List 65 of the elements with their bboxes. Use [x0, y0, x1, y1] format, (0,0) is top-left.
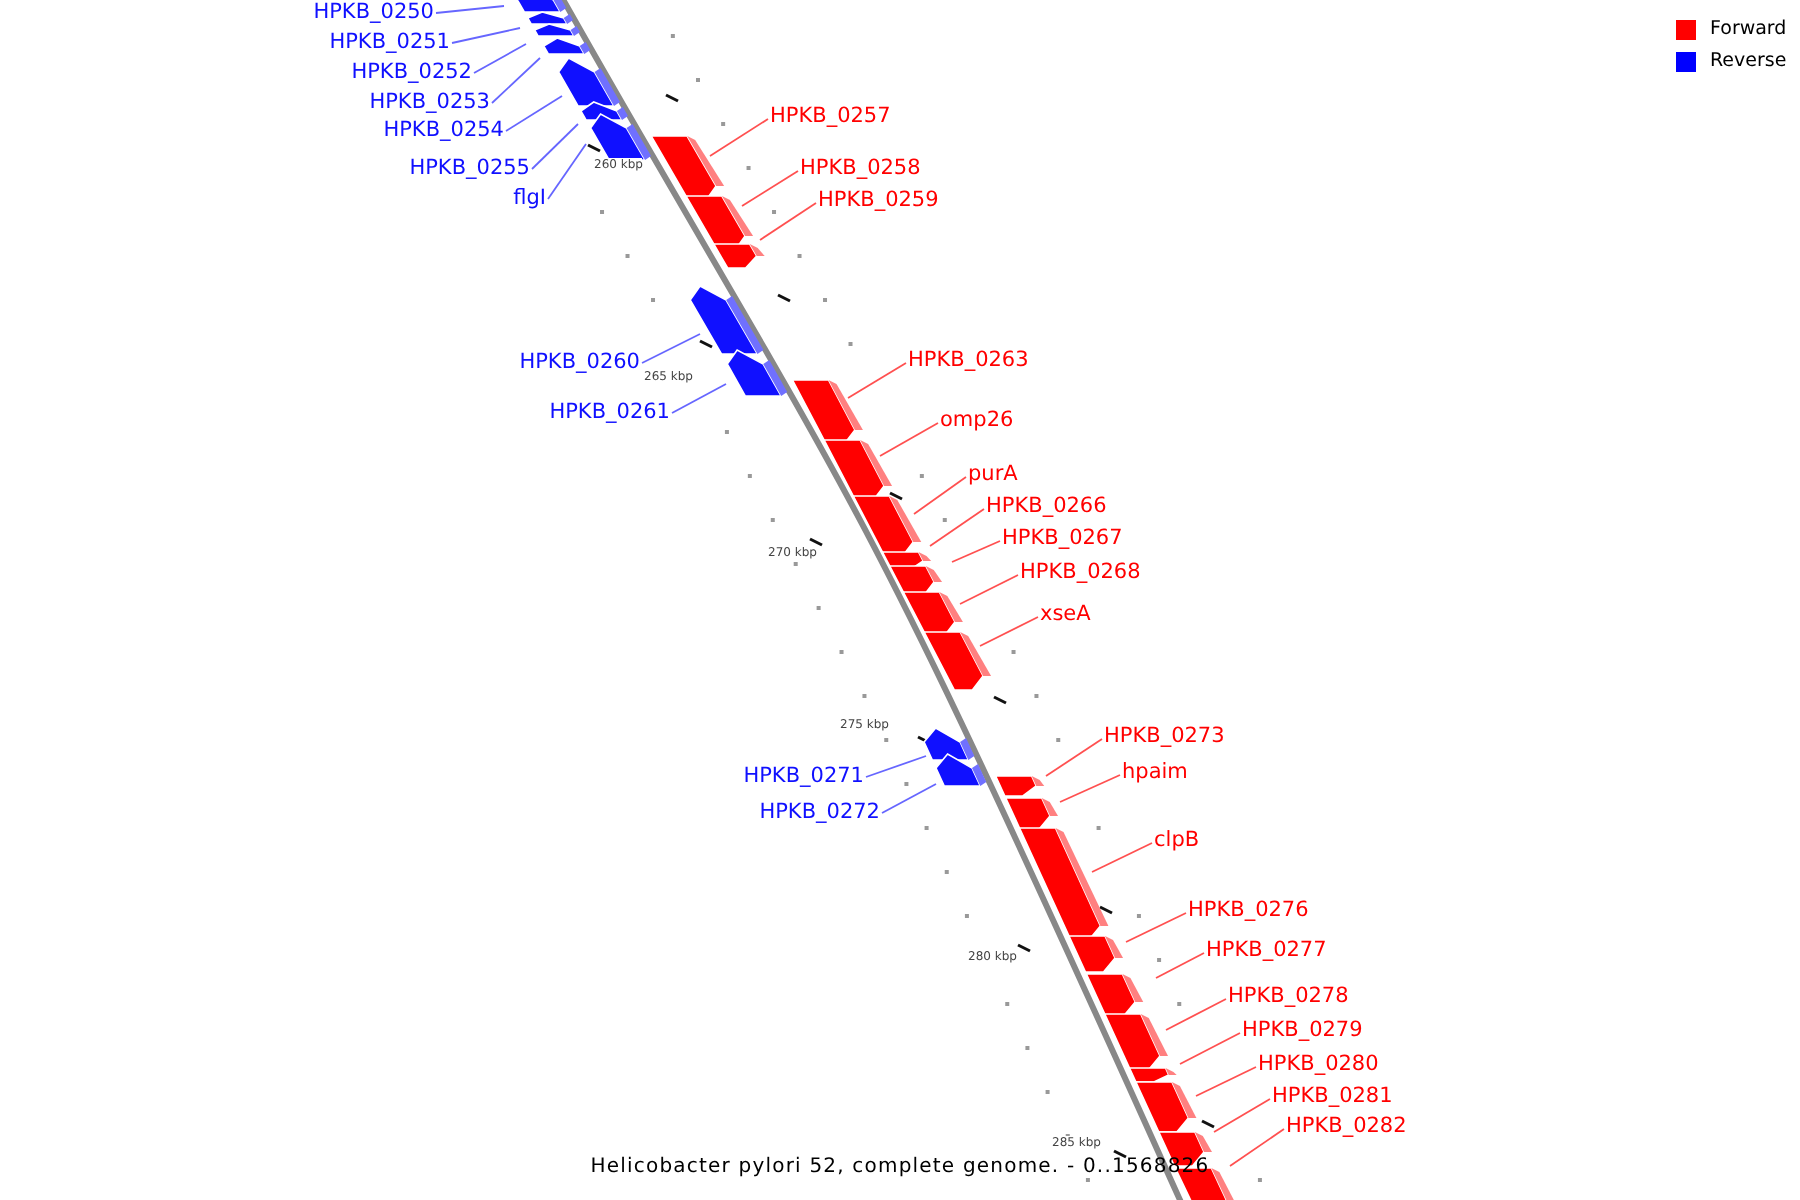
gene-label: HPKB_0266 — [986, 494, 1107, 520]
gene-label: purA — [968, 462, 1018, 488]
leader-line — [531, 123, 579, 170]
gene-label: HPKB_0255 — [409, 156, 530, 182]
gene-label: clpB — [1154, 828, 1200, 854]
legend-label: Forward — [1710, 18, 1787, 40]
gene-label: flgI — [513, 186, 546, 212]
leader-line — [1045, 738, 1103, 777]
gene-label: HPKB_0278 — [1228, 984, 1349, 1010]
gene-label: xseA — [1040, 602, 1091, 628]
gene-label: HPKB_0273 — [1104, 724, 1225, 750]
leader-line — [1059, 774, 1121, 803]
leader-line — [1091, 842, 1153, 873]
leader-line — [547, 143, 587, 200]
leader-line — [1155, 952, 1205, 979]
leader-line — [847, 362, 907, 399]
leader-line — [951, 540, 1001, 563]
leader-line — [473, 43, 527, 74]
leader-line — [671, 383, 727, 414]
gene-label: hpaim — [1122, 760, 1188, 786]
leader-line — [1195, 1066, 1257, 1097]
leader-line — [979, 616, 1039, 647]
leader-line — [741, 170, 799, 207]
gene-label: HPKB_0276 — [1188, 898, 1309, 924]
leader-line — [759, 202, 817, 241]
gene-label: HPKB_0260 — [519, 350, 640, 376]
gene-label: HPKB_0263 — [908, 348, 1029, 374]
gene-label: HPKB_0261 — [549, 400, 670, 426]
leader-line — [929, 508, 985, 547]
gene-label: HPKB_0252 — [351, 60, 472, 86]
leader-line — [435, 5, 505, 14]
leader-line — [881, 783, 937, 814]
leader-line — [959, 574, 1019, 605]
leader-line — [709, 118, 769, 157]
leader-line — [1125, 912, 1187, 943]
leader-line — [491, 57, 541, 104]
gene-label: HPKB_0251 — [329, 30, 450, 56]
leader-line — [505, 95, 563, 132]
gene-label: HPKB_0282 — [1286, 1114, 1407, 1140]
leader-line — [1179, 1032, 1241, 1065]
leader-line — [1229, 1128, 1285, 1167]
leader-line — [451, 27, 521, 44]
leader-line — [1165, 998, 1227, 1031]
gene-label: HPKB_0279 — [1242, 1018, 1363, 1044]
leader-line — [1213, 1098, 1271, 1133]
gene-label: HPKB_0253 — [369, 90, 490, 116]
gene-label: HPKB_0281 — [1272, 1084, 1393, 1110]
gene-label: HPKB_0250 — [313, 0, 434, 26]
gene-label: HPKB_0257 — [770, 104, 891, 130]
legend-label: Reverse — [1710, 50, 1787, 72]
gene-label: HPKB_0277 — [1206, 938, 1327, 964]
gene-label: omp26 — [940, 408, 1014, 434]
gene-label: HPKB_0259 — [818, 188, 939, 214]
leader-line — [879, 422, 939, 457]
caption: Helicobacter pylori 52, complete genome. - 0..1568826 — [588, 1156, 1212, 1178]
gene-label: HPKB_0254 — [383, 118, 504, 144]
gene-label: HPKB_0271 — [743, 764, 864, 790]
gene-label: HPKB_0272 — [759, 800, 880, 826]
gene-label: HPKB_0268 — [1020, 560, 1141, 586]
gene-label: HPKB_0258 — [800, 156, 921, 182]
gene-label: HPKB_0267 — [1002, 526, 1123, 552]
gene-label: HPKB_0280 — [1258, 1052, 1379, 1078]
leader-line — [865, 755, 927, 778]
leader-line — [641, 333, 701, 364]
leader-line — [913, 476, 967, 515]
